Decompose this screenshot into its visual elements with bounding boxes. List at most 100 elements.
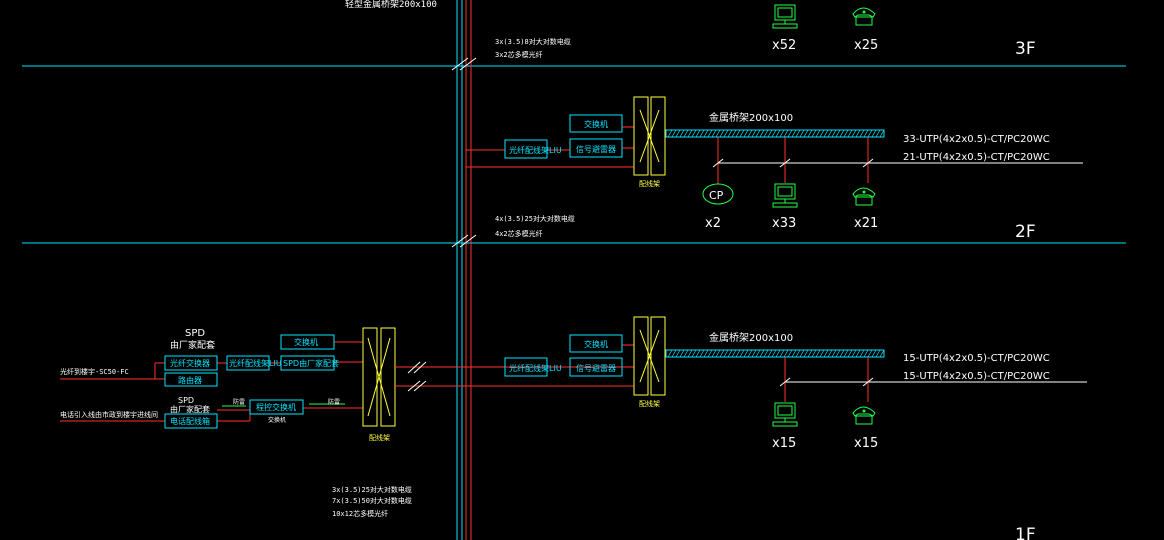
tray-hatch-line	[683, 129, 689, 138]
phone-icon-1f	[852, 406, 876, 425]
tray-hatch-line	[703, 349, 709, 358]
tray-hatch-line	[695, 129, 701, 138]
tray-hatch-line	[775, 349, 781, 358]
tray-hatch-line	[843, 349, 849, 358]
tray-hatch-line	[803, 129, 809, 138]
floor-label-1f: 1F	[1015, 525, 1036, 540]
tray-hatch-line	[711, 349, 717, 358]
pc-count-2f: x33	[772, 216, 796, 231]
tray-hatch-2f	[667, 129, 885, 138]
program-switch-1f	[249, 399, 304, 415]
patch-frame-1f-a	[362, 327, 396, 427]
phone-icon-2f	[852, 187, 876, 206]
top-cut-label: 轻型金属桥架200x100	[345, 0, 437, 10]
tray-hatch-line	[759, 349, 765, 358]
patch-frame-1f-b	[633, 316, 666, 396]
tray-hatch-line	[687, 349, 693, 358]
tray-hatch-1f	[667, 349, 885, 358]
tray-hatch-line	[699, 349, 705, 358]
riser-note-upper-1: 3x(3.5)8对大对数电缆	[495, 37, 571, 46]
tray-hatch-line	[831, 349, 837, 358]
tray-hatch-line	[719, 349, 725, 358]
fiber-panel-1f-label: 光纤配线架LIU	[509, 363, 562, 373]
tray-hatch-line	[667, 129, 673, 138]
cable-tray-1f	[665, 349, 885, 358]
tray-hatch-line	[787, 129, 793, 138]
tray-hatch-line	[751, 129, 757, 138]
pc-icon-3f	[772, 4, 798, 29]
riser-note-mid-1: 4x(3.5)25对大对数电缆	[495, 214, 575, 223]
tray-hatch-line	[875, 349, 881, 358]
tray-hatch-line	[879, 349, 885, 358]
switch-a-1f-label: 交换机	[294, 337, 318, 347]
riser-note-low-1: 3x(3.5)25对大对数电缆	[332, 485, 412, 494]
tray-hatch-line	[847, 129, 853, 138]
tray-hatch-line	[827, 129, 833, 138]
spd-1-sub: 由厂家配套	[170, 339, 215, 351]
tray-hatch-line	[691, 129, 697, 138]
cp-count-2f: x2	[705, 216, 721, 231]
tray-hatch-line	[855, 129, 861, 138]
fiber-panel-2f-label: 光纤配线架LIU	[509, 145, 562, 155]
tray-hatch-line	[755, 129, 761, 138]
tray-hatch-line	[775, 129, 781, 138]
tray-hatch-line	[723, 349, 729, 358]
tray-hatch-line	[771, 129, 777, 138]
riser-note-upper-2: 3x2芯多模光纤	[495, 50, 543, 59]
phone-count-2f: x21	[854, 216, 878, 231]
tray-hatch-line	[827, 349, 833, 358]
tray-hatch-line	[683, 349, 689, 358]
cable-tray-2f	[665, 129, 885, 138]
tray-hatch-line	[875, 129, 881, 138]
tray-hatch-line	[795, 129, 801, 138]
small-label-3: 交换机	[268, 416, 286, 424]
cable-2f-2: 21-UTP(4x2x0.5)-CT/PC20WC	[903, 152, 1050, 163]
tray-hatch-line	[807, 129, 813, 138]
phone-icon-3f	[852, 7, 876, 26]
patch-frame-1f-a-label: 配线架	[369, 433, 390, 442]
tray-hatch-line	[763, 349, 769, 358]
vertical-riser	[451, 0, 477, 540]
tray-hatch-line	[807, 349, 813, 358]
tray-hatch-line	[831, 129, 837, 138]
cable-1f-1: 15-UTP(4x2x0.5)-CT/PC20WC	[903, 353, 1050, 364]
tray-hatch-line	[707, 129, 713, 138]
switch-a-1f	[280, 334, 335, 350]
tray-hatch-line	[799, 349, 805, 358]
riser-feeds-2f	[466, 126, 634, 168]
pc-icon-2f	[772, 183, 798, 208]
signal-arrester-1f	[569, 357, 623, 377]
signal-arrester-2f-label: 信号避雷器	[576, 144, 616, 154]
tray-hatch-line	[795, 349, 801, 358]
tray-hatch-line	[699, 129, 705, 138]
signal-arrester-1f-label: 信号避雷器	[576, 363, 616, 373]
tray-hatch-line	[767, 129, 773, 138]
spd-1-label: SPD	[185, 328, 205, 339]
fiber-panel-a-1f	[226, 355, 270, 371]
tray-hatch-line	[687, 129, 693, 138]
tray-hatch-line	[747, 129, 753, 138]
small-label-2: 防雷	[328, 398, 340, 406]
pc-count-1f: x15	[772, 436, 796, 451]
incoming-voice-label: 电话引入线由市政到楼宇进线间	[60, 410, 158, 419]
cable-2f-1: 33-UTP(4x2x0.5)-CT/PC20WC	[903, 134, 1050, 145]
phone-count-1f: x15	[854, 436, 878, 451]
fiber-panel-1f	[504, 357, 548, 377]
tray-hatch-line	[867, 129, 873, 138]
tray-hatch-line	[783, 129, 789, 138]
tray-hatch-line	[715, 349, 721, 358]
tray-hatch-line	[815, 349, 821, 358]
tray-hatch-line	[679, 349, 685, 358]
tray-hatch-line	[707, 349, 713, 358]
pc-count-3f: x52	[772, 38, 796, 53]
tray-hatch-line	[859, 129, 865, 138]
drops-1f	[779, 357, 874, 402]
tray-hatch-line	[763, 129, 769, 138]
tray-hatch-line	[815, 129, 821, 138]
tray-hatch-line	[783, 349, 789, 358]
tray-hatch-line	[719, 129, 725, 138]
drops-2f	[712, 137, 874, 184]
fiber-panel-2f	[504, 139, 548, 159]
tray-hatch-line	[767, 349, 773, 358]
tray-hatch-line	[839, 129, 845, 138]
